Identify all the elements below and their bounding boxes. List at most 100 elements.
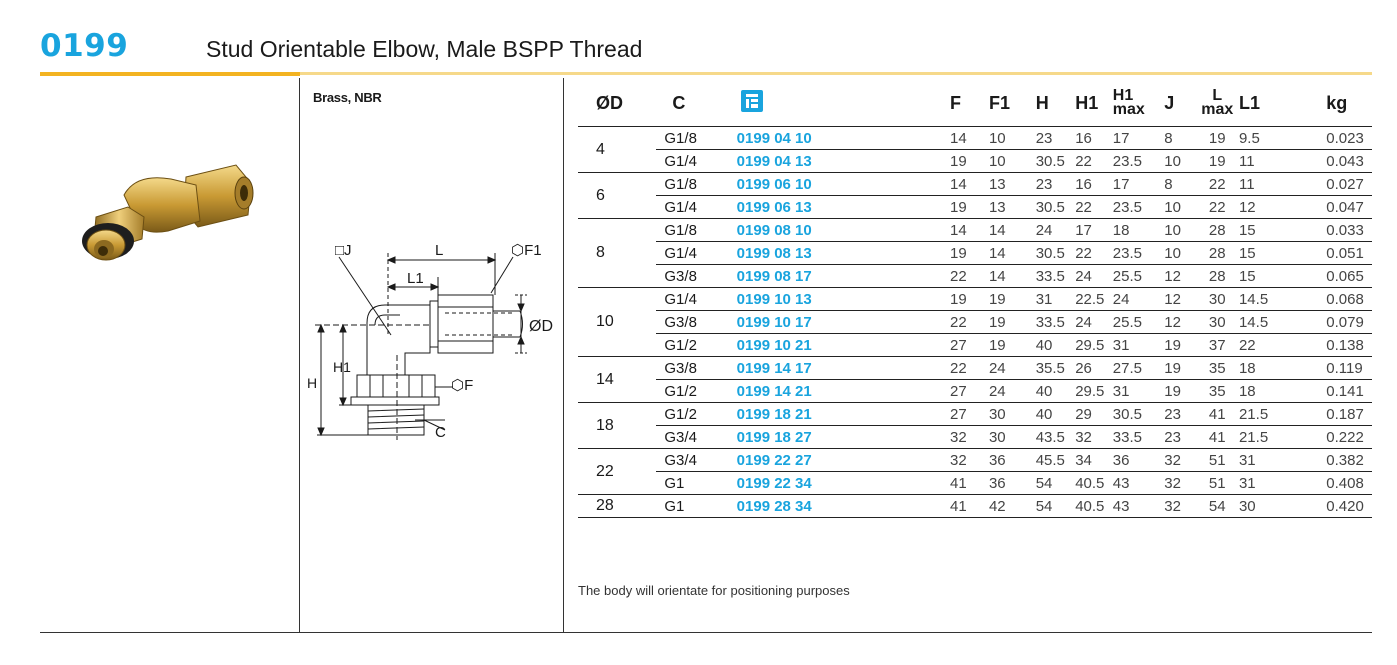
cell-kg: 0.023 (1282, 126, 1372, 150)
cell-article-number[interactable]: 0199 06 10 (732, 172, 951, 196)
cell-h1: 22 (1075, 149, 1113, 173)
cell-j: 19 (1156, 356, 1196, 380)
col-od: ØD (596, 92, 623, 113)
cell-article-number[interactable]: 0199 10 13 (732, 287, 951, 311)
col-h1max-bottom: max (1112, 101, 1145, 118)
col-h: H (1035, 92, 1049, 113)
cell-l1: 11 (1238, 172, 1283, 196)
cell-h: 40 (1035, 402, 1076, 426)
cell-h1: 32 (1075, 425, 1113, 449)
page-header: 0199 Stud Orientable Elbow, Male BSPP Th… (0, 0, 1397, 78)
cell-f: 41 (950, 494, 989, 518)
cell-od: 4 (578, 126, 657, 173)
cell-h1max: 24 (1112, 287, 1157, 311)
col-kg: kg (1326, 92, 1348, 113)
col-lmax-bottom: max (1201, 101, 1234, 118)
cell-thread: G3/4 (656, 425, 733, 449)
cell-h: 24 (1035, 218, 1076, 242)
cell-article-number[interactable]: 0199 08 13 (732, 241, 951, 265)
cell-thread: G1/4 (656, 195, 733, 219)
cell-thread: G1/8 (656, 218, 733, 242)
cell-article-number[interactable]: 0199 04 10 (732, 126, 951, 150)
cell-kg: 0.138 (1282, 333, 1372, 357)
cell-l1: 11 (1238, 149, 1283, 173)
cell-lmax: 22 (1195, 172, 1239, 196)
cell-article-number[interactable]: 0199 14 21 (732, 379, 951, 403)
cell-kg: 0.222 (1282, 425, 1372, 449)
cell-od: 8 (578, 218, 657, 288)
cell-kg: 0.033 (1282, 218, 1372, 242)
cell-f: 14 (950, 218, 989, 242)
cell-h1: 29.5 (1075, 379, 1113, 403)
cell-h1: 40.5 (1075, 494, 1113, 518)
catalog-reference-icon (740, 89, 763, 112)
cell-article-number[interactable]: 0199 10 21 (732, 333, 951, 357)
cell-f: 19 (950, 195, 989, 219)
cell-h1: 34 (1075, 448, 1113, 472)
cell-h: 33.5 (1035, 264, 1076, 288)
cell-f: 22 (950, 264, 989, 288)
cell-article-number[interactable]: 0199 08 10 (732, 218, 951, 242)
cell-article-number[interactable]: 0199 18 27 (732, 425, 951, 449)
cell-j: 10 (1156, 149, 1196, 173)
cell-lmax: 35 (1195, 356, 1239, 380)
cell-article-number[interactable]: 0199 10 17 (732, 310, 951, 334)
material-label: Brass, NBR (313, 90, 382, 105)
col-article (733, 80, 950, 127)
cell-h1: 24 (1075, 310, 1113, 334)
cell-f: 32 (950, 448, 989, 472)
cell-h: 30.5 (1035, 241, 1076, 265)
cell-h1: 26 (1075, 356, 1113, 380)
cell-h1max: 25.5 (1112, 264, 1157, 288)
cell-article-number[interactable]: 0199 06 13 (732, 195, 951, 219)
col-f1: F1 (988, 92, 1010, 113)
cell-article-number[interactable]: 0199 08 17 (732, 264, 951, 288)
cell-h: 23 (1035, 172, 1076, 196)
cell-lmax: 51 (1195, 448, 1239, 472)
cell-article-number[interactable]: 0199 22 27 (732, 448, 951, 472)
cell-h1max: 31 (1112, 379, 1157, 403)
cell-lmax: 28 (1195, 264, 1239, 288)
cell-h1max: 36 (1112, 448, 1157, 472)
cell-thread: G1/4 (656, 287, 733, 311)
label-h: H (307, 375, 317, 391)
cell-h1: 16 (1075, 126, 1113, 150)
cell-h1max: 25.5 (1112, 310, 1157, 334)
label-l: L (435, 242, 443, 259)
cell-kg: 0.068 (1282, 287, 1372, 311)
cell-thread: G1/2 (656, 379, 733, 403)
cell-j: 32 (1156, 471, 1196, 495)
cell-lmax: 51 (1195, 471, 1239, 495)
cell-thread: G1 (656, 494, 733, 518)
cell-l1: 9.5 (1238, 126, 1283, 150)
cell-f1: 30 (988, 425, 1036, 449)
cell-lmax: 35 (1195, 379, 1239, 403)
cell-article-number[interactable]: 0199 22 34 (732, 471, 951, 495)
cell-f: 41 (950, 471, 989, 495)
cell-article-number[interactable]: 0199 28 34 (732, 494, 951, 518)
cell-j: 19 (1156, 379, 1196, 403)
cell-thread: G3/8 (656, 356, 733, 380)
cell-f: 19 (950, 149, 989, 173)
cell-h: 45.5 (1035, 448, 1076, 472)
cell-f: 22 (950, 310, 989, 334)
cell-article-number[interactable]: 0199 04 13 (732, 149, 951, 173)
cell-article-number[interactable]: 0199 14 17 (732, 356, 951, 380)
cell-f1: 36 (988, 448, 1036, 472)
cell-article-number[interactable]: 0199 18 21 (732, 402, 951, 426)
cell-f1: 10 (988, 149, 1036, 173)
cell-od: 22 (578, 448, 657, 495)
cell-h: 31 (1035, 287, 1076, 311)
cell-kg: 0.408 (1282, 471, 1372, 495)
